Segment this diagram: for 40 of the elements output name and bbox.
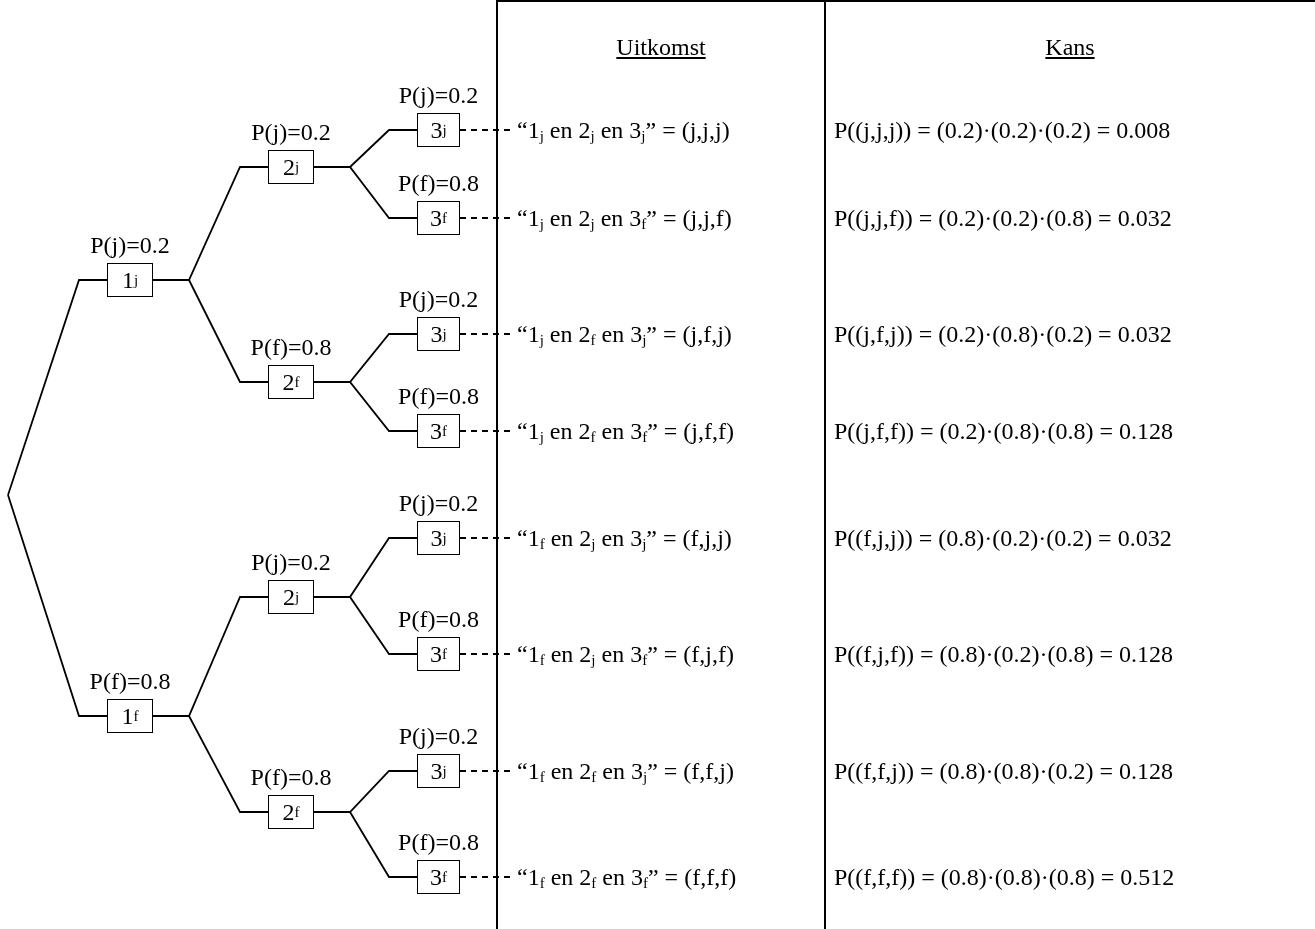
column-header: Kans <box>1045 35 1095 59</box>
probability-label: P(j)=0.2 <box>398 83 479 107</box>
outcome-text: “1$_{f}$ en 2$_{f}$ en 3$_{j}$” = (f,f,j) <box>517 759 734 785</box>
probability-cell: P((f,f,f)) = (0.8)·(0.8)·(0.8) = 0.512 <box>834 865 1175 889</box>
outcome-text: “1$_{j}$ en 2$_{j}$ en 3$_{j}$” = (j,j,j) <box>517 118 730 144</box>
tree-branch <box>152 279 269 383</box>
tree-branch <box>152 715 269 813</box>
outcome-text: “1$_{f}$ en 2$_{f}$ en 3$_{f}$” = (f,f,f) <box>517 865 737 891</box>
outcome-text: “1$_{f}$ en 2$_{j}$ en 3$_{j}$” = (f,j,j) <box>517 526 732 552</box>
probability-label: P(j)=0.2 <box>398 724 479 748</box>
probability-label: P(f)=0.8 <box>398 607 479 631</box>
tree-branch <box>313 381 418 432</box>
column-header: Uitkomst <box>616 35 706 59</box>
probability-label: P(j)=0.2 <box>90 233 170 257</box>
probability-label: P(f)=0.8 <box>250 335 332 359</box>
probability-label: P(f)=0.8 <box>398 171 479 195</box>
probability-label: P(j)=0.2 <box>251 550 331 574</box>
probability-label: P(j)=0.2 <box>398 491 479 515</box>
tree-branch <box>313 811 418 878</box>
probability-label: P(j)=0.2 <box>398 287 479 311</box>
probability-cell: P((j,j,f)) = (0.2)·(0.2)·(0.8) = 0.032 <box>834 206 1172 230</box>
probability-cell: P((j,f,f)) = (0.2)·(0.8)·(0.8) = 0.128 <box>834 419 1173 443</box>
tree-branch <box>313 166 418 219</box>
probability-label: P(j)=0.2 <box>251 120 331 144</box>
tree-branch <box>7 494 108 717</box>
probability-cell: P((j,j,j)) = (0.2)·(0.2)·(0.2) = 0.008 <box>834 118 1171 142</box>
outcome-text: “1$_{j}$ en 2$_{j}$ en 3$_{f}$” = (j,j,f) <box>517 206 732 232</box>
probability-cell: P((f,f,j)) = (0.8)·(0.8)·(0.2) = 0.128 <box>834 759 1173 783</box>
outcome-text: “1$_{f}$ en 2$_{j}$ en 3$_{f}$” = (f,j,f) <box>517 642 734 668</box>
probability-label: P(f)=0.8 <box>250 765 332 789</box>
tree-branch <box>313 596 418 655</box>
probability-cell: P((f,j,j)) = (0.8)·(0.2)·(0.2) = 0.032 <box>834 526 1172 550</box>
probability-label: P(f)=0.8 <box>89 669 171 693</box>
outcome-text: “1$_{j}$ en 2$_{f}$ en 3$_{f}$” = (j,f,f) <box>517 419 734 445</box>
probability-label: P(f)=0.8 <box>398 830 479 854</box>
probability-cell: P((f,j,f)) = (0.8)·(0.2)·(0.8) = 0.128 <box>834 642 1173 666</box>
probability-cell: P((j,f,j)) = (0.2)·(0.8)·(0.2) = 0.032 <box>834 322 1172 346</box>
tree-branch <box>7 279 108 496</box>
probability-label: P(f)=0.8 <box>398 384 479 408</box>
outcome-text: “1$_{j}$ en 2$_{f}$ en 3$_{j}$” = (j,f,j) <box>517 322 732 348</box>
